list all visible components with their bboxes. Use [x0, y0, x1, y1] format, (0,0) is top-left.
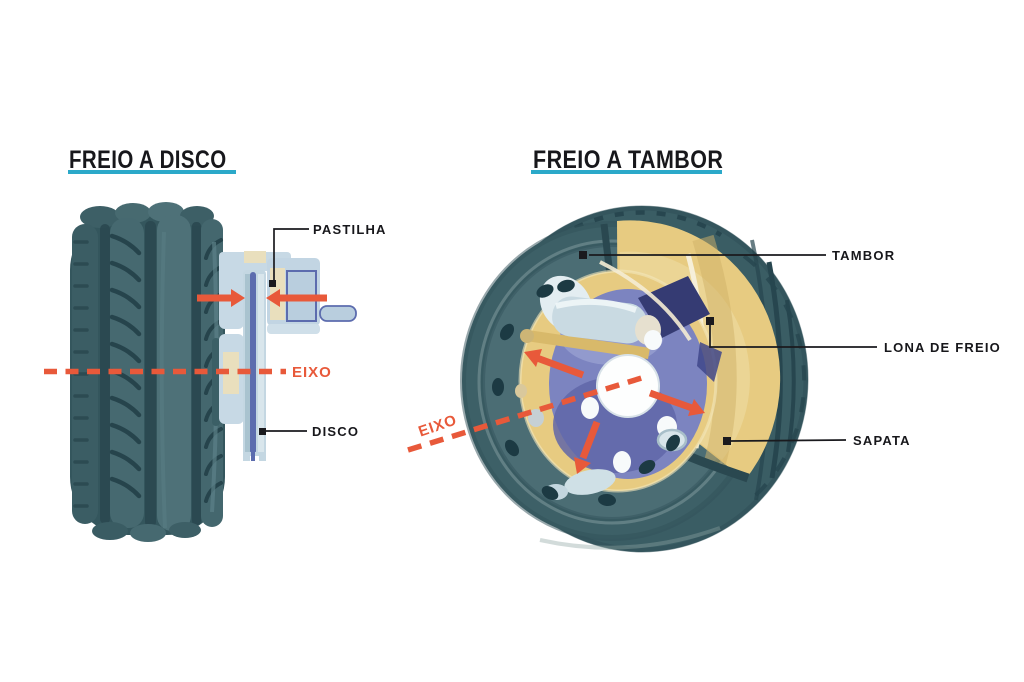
disc-brake-title: FREIO A DISCO [69, 146, 227, 174]
brake-fluid-pipe [319, 305, 357, 322]
drum-face-holes [492, 279, 680, 507]
drum-brake-illustration [460, 205, 809, 553]
lug-holes [581, 330, 677, 473]
tread-marks-top [574, 210, 723, 237]
tambor-pointer [579, 251, 826, 259]
label-sapata: SAPATA [853, 433, 911, 448]
shoe-strut [526, 330, 650, 359]
label-tambor: TAMBOR [832, 248, 896, 263]
label-disco: DISCO [312, 424, 360, 439]
shoe-force-arrows [524, 349, 705, 474]
label-pastilha: PASTILHA [313, 222, 387, 237]
sapata-pointer [723, 437, 847, 445]
disco-pointer [259, 428, 307, 435]
hub-bore [596, 354, 660, 418]
dust-shield [212, 338, 220, 426]
caliper-piston-housing [267, 258, 357, 334]
drum-title-underline [531, 170, 722, 174]
label-lona-de-freio: LONA DE FREIO [884, 340, 1001, 355]
lona-de-freio-pointer [706, 317, 877, 348]
pad-pressure-arrows [197, 289, 327, 307]
axle-dashed-line-right [407, 373, 649, 453]
brake-disc [243, 270, 266, 461]
disc-title-underline [68, 170, 236, 174]
pastilha-pointer [269, 228, 309, 287]
tread-marks-side [742, 254, 807, 504]
label-eixo-disc: EIXO [292, 364, 332, 381]
drum-brake-title: FREIO A TAMBOR [533, 146, 724, 174]
